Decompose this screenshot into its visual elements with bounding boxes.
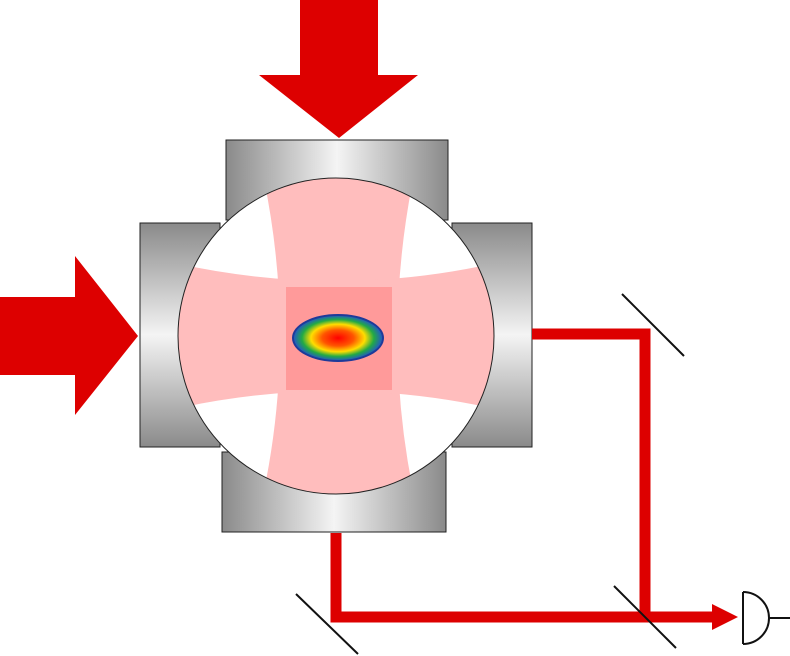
output-beam-right	[532, 328, 651, 617]
steering-mirror-right	[621, 293, 685, 357]
steering-mirror-bottom	[295, 593, 359, 655]
cavity-chamber-outline	[177, 177, 495, 495]
pump-beam-top-arrow	[259, 0, 418, 138]
detector	[742, 591, 770, 645]
pump-beam-left-arrow	[0, 256, 138, 415]
atom-cloud	[292, 314, 384, 362]
detector-arrowhead	[712, 604, 738, 630]
output-beam-bottom	[330, 533, 715, 623]
beam-splitter	[613, 585, 677, 649]
